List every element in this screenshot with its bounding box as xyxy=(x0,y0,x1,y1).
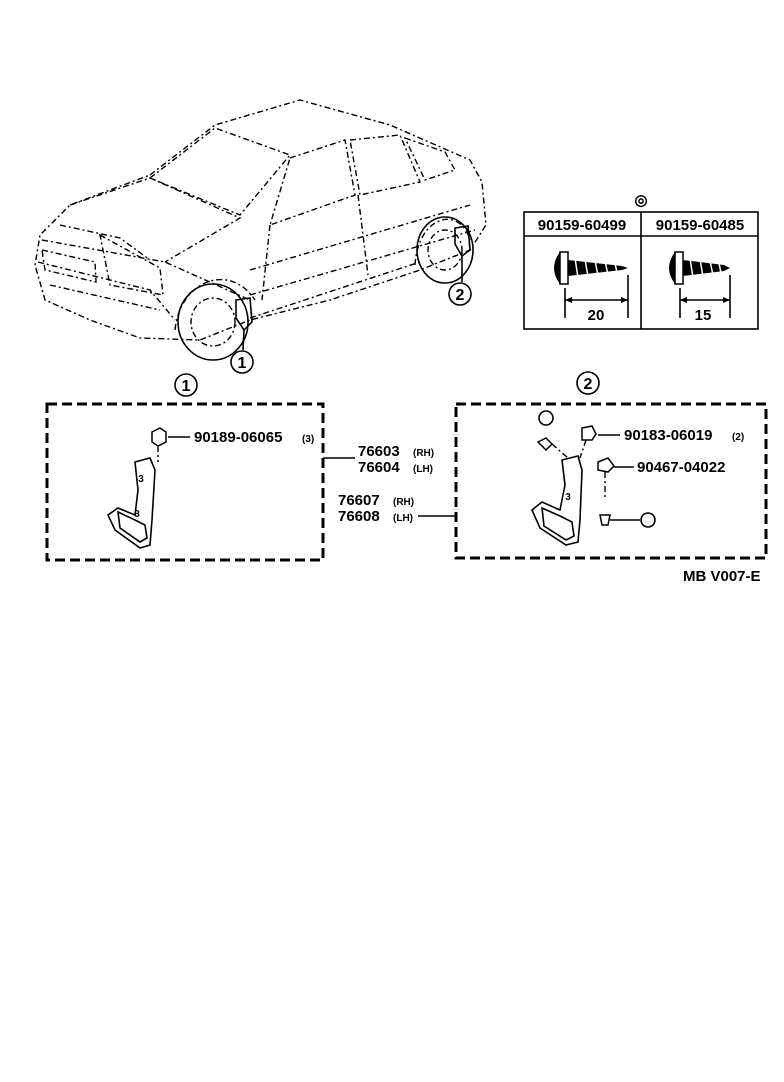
table-part-1: 90159-60499 xyxy=(538,217,626,234)
svg-text:2: 2 xyxy=(456,287,465,304)
group1-screw-qty: (3) xyxy=(302,434,314,445)
mud-flap-rear: 3 xyxy=(531,410,656,546)
group1-flap-lh: 76604 xyxy=(358,459,400,476)
group1-screw-part: 90189-06065 xyxy=(194,429,282,446)
diagram-code: MB V007-E xyxy=(683,568,761,585)
group2-clip-qty: (2) xyxy=(732,432,744,443)
screw-icon-2 xyxy=(669,251,731,318)
table-length-2: 15 xyxy=(695,307,712,324)
group1-flap-lh-side: (LH) xyxy=(413,464,433,475)
callout-1-car: 1 xyxy=(230,350,254,374)
callout-1-group: 1 xyxy=(174,373,198,397)
group1-flap-rh: 76603 xyxy=(358,443,400,460)
car-illustration xyxy=(34,99,487,361)
svg-text:1: 1 xyxy=(238,355,247,372)
svg-text:1: 1 xyxy=(182,378,191,395)
svg-text:3: 3 xyxy=(565,492,571,503)
screw-icon-1 xyxy=(554,251,629,318)
svg-text:2: 2 xyxy=(584,376,593,393)
group2-flap-lh-side: (LH) xyxy=(393,513,413,524)
callout-2-car: 2 xyxy=(448,282,472,306)
group-2-box xyxy=(454,402,768,560)
group2-flap-rh: 76607 xyxy=(338,492,380,509)
fastener-table: ◎ 90159-60499 90159-60485 20 xyxy=(523,192,759,330)
table-part-2: 90159-60485 xyxy=(656,217,744,234)
group1-flap-rh-side: (RH) xyxy=(413,448,434,459)
table-marker: ◎ xyxy=(634,192,647,209)
group2-clip-part: 90183-06019 xyxy=(624,427,712,444)
table-length-1: 20 xyxy=(588,307,605,324)
group2-nut-part: 90467-04022 xyxy=(637,459,725,476)
group2-flap-rh-side: (RH) xyxy=(393,497,414,508)
svg-text:3: 3 xyxy=(138,474,144,485)
svg-text:3: 3 xyxy=(134,509,140,520)
callout-2-group: 2 xyxy=(576,371,600,395)
mud-flap-front: 3 3 xyxy=(106,427,167,549)
group-1-box xyxy=(45,402,325,562)
group2-flap-lh: 76608 xyxy=(338,508,380,525)
